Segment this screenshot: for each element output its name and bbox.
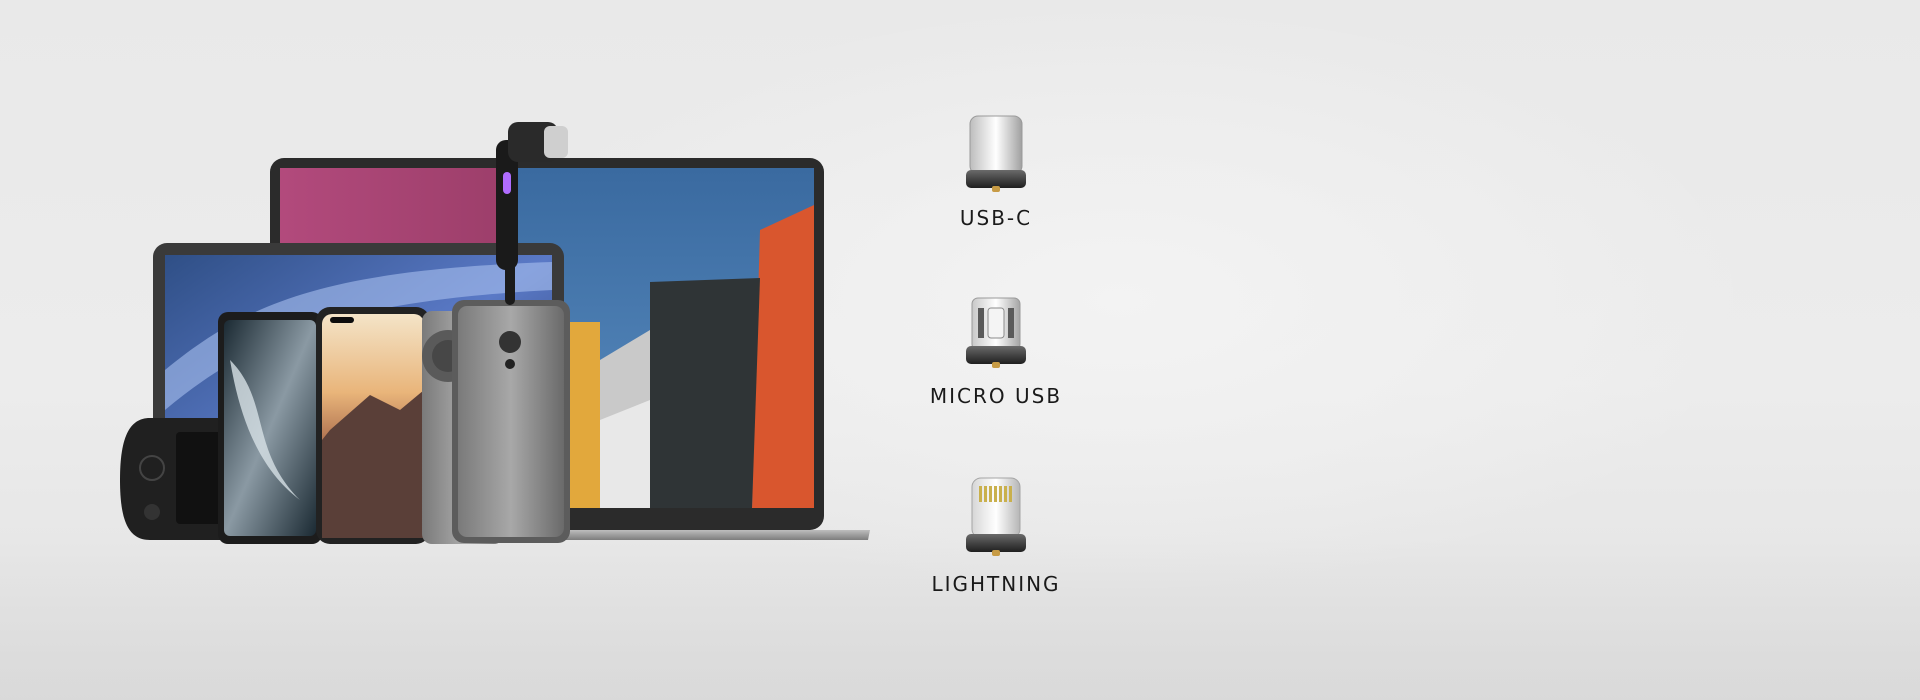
connector-lightning: LIGHTNING — [926, 476, 1066, 596]
lightning-plug-icon — [966, 477, 1026, 556]
connector-micro-usb: MICRO USB — [926, 292, 1066, 408]
connector-label-usb-c: USB-C — [959, 206, 1033, 230]
magnetic-cable — [496, 122, 568, 305]
game-console — [120, 418, 230, 540]
connector-label-lightning: LIGHTNING — [931, 572, 1061, 596]
micro-usb-plug-icon — [966, 297, 1026, 368]
phone-mountain — [316, 307, 430, 544]
usb-c-plug-icon — [966, 115, 1026, 192]
floor-shadow — [0, 540, 1920, 700]
phone-back-dark — [452, 300, 570, 543]
phone-wave — [218, 312, 322, 544]
connector-label-micro-usb: MICRO USB — [929, 384, 1063, 408]
connector-usb-c: USB-C — [926, 114, 1066, 230]
